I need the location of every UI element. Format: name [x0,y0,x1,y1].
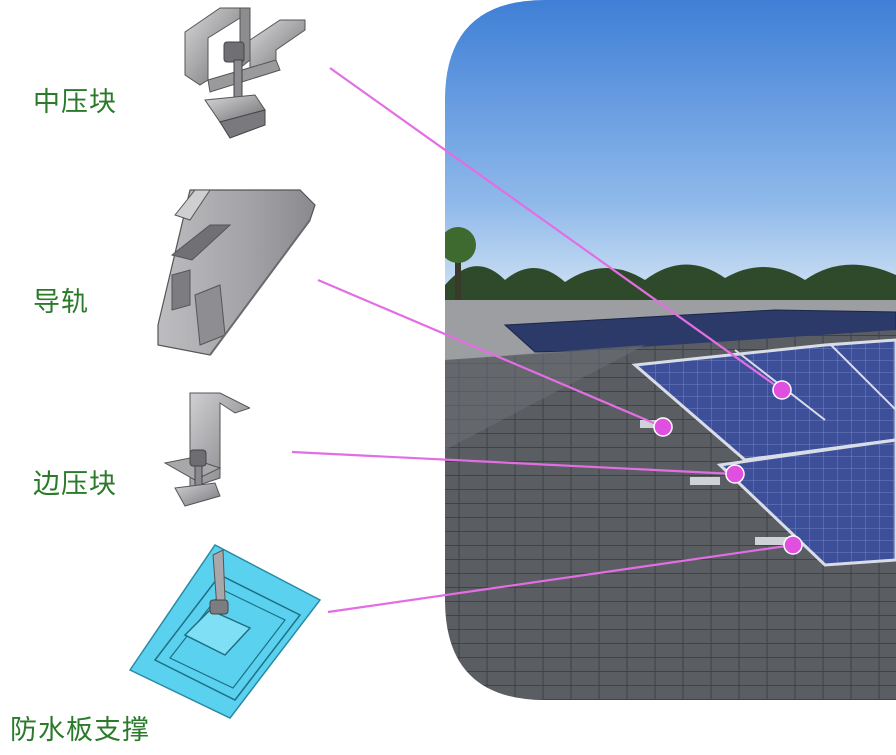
label-mid-clamp: 中压块 [33,87,117,118]
rooftop-solar-photo [445,0,896,700]
label-flashing-mount: 防水板支撑 [10,715,150,746]
flashing-mount-image [128,544,322,719]
label-end-clamp: 边压块 [33,469,117,500]
label-rail: 导轨 [33,287,89,318]
rail-image [157,189,316,356]
end-clamp-image [163,392,250,507]
mid-clamp-image [184,7,306,139]
